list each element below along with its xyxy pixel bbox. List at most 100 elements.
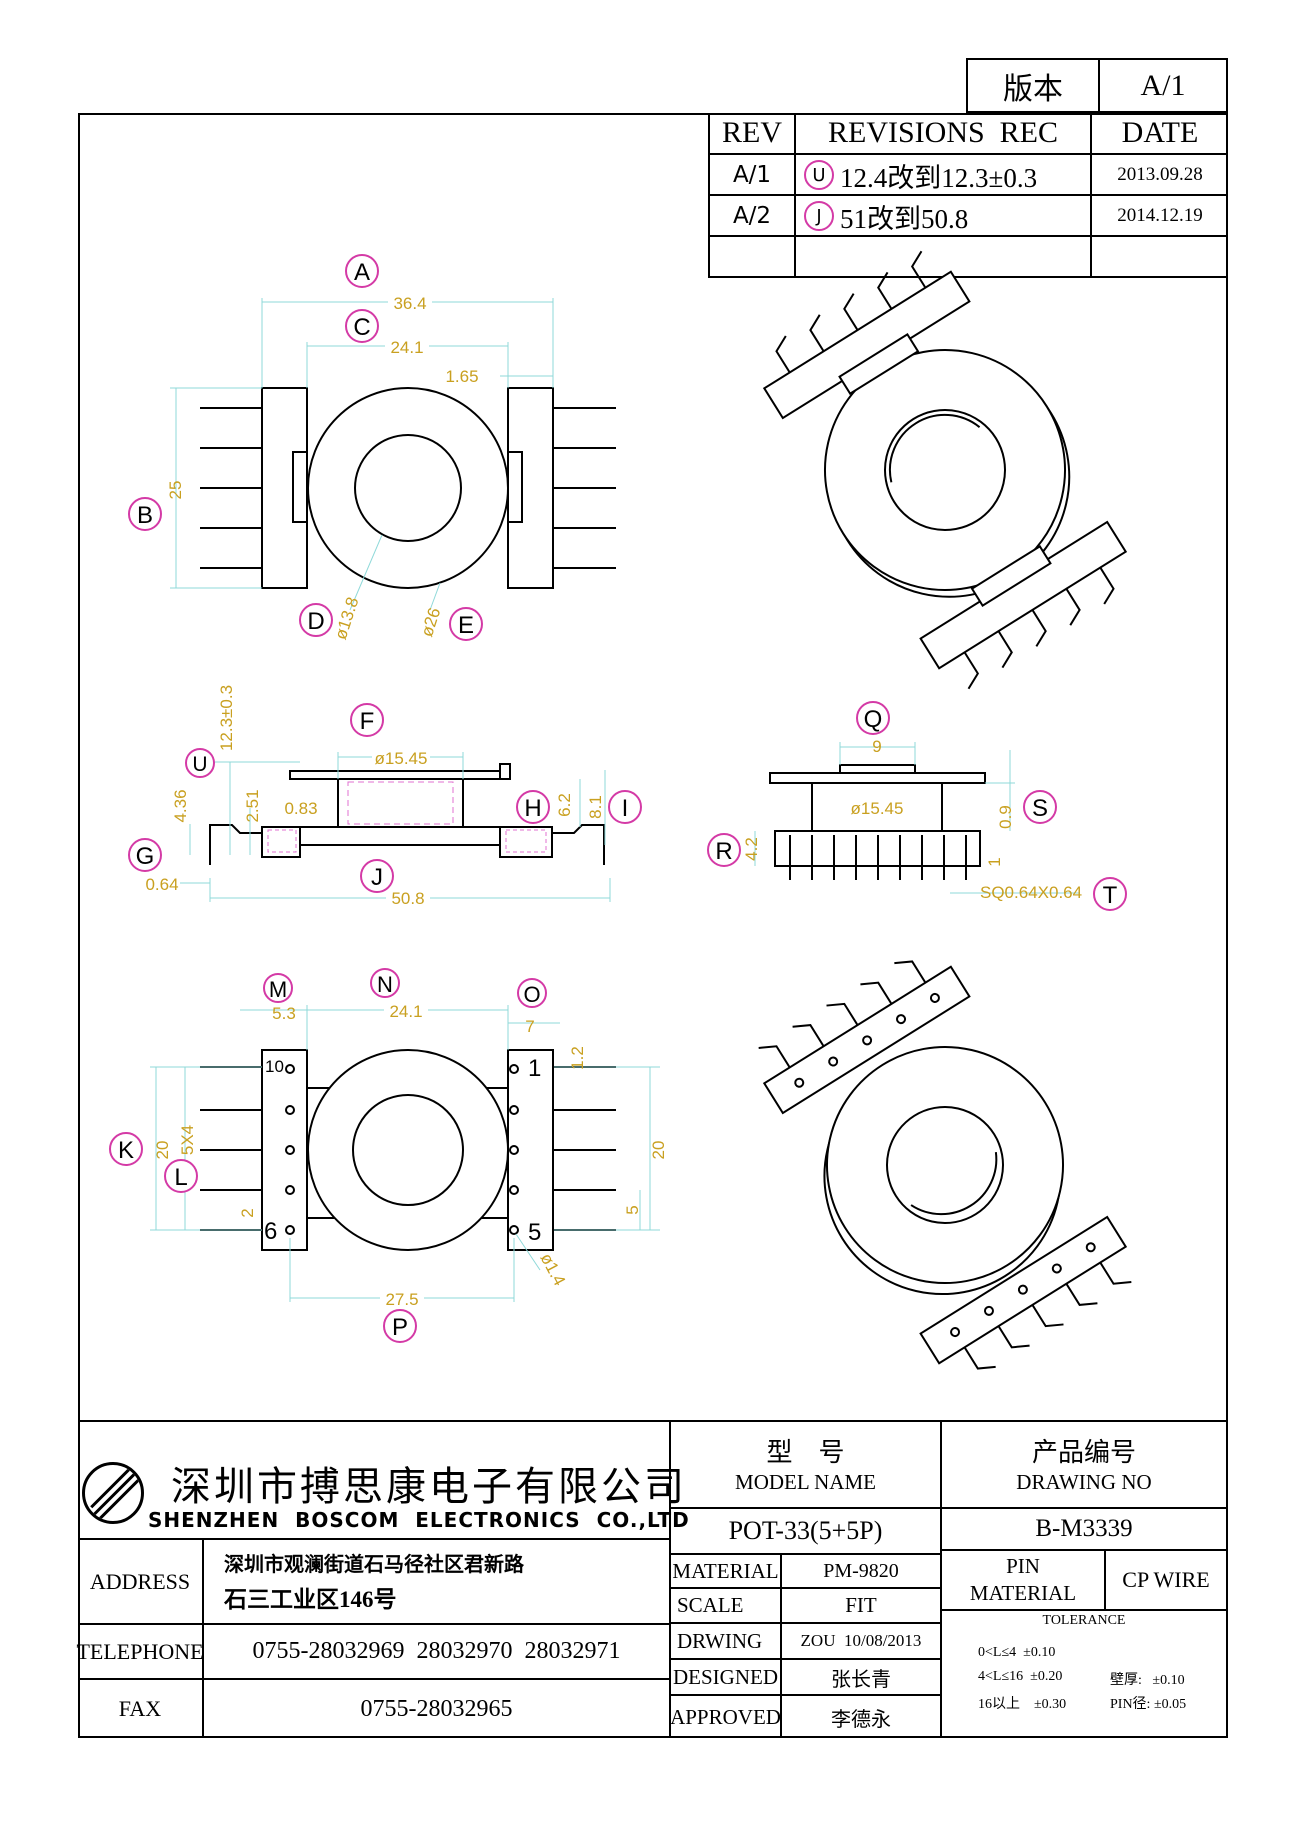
dim-width: 1.65	[445, 367, 478, 386]
label-u: U	[192, 753, 207, 776]
company-name-en: SHENZHEN BOSCOM ELECTRONICS CO.,LTD	[148, 1508, 690, 1532]
revision-row: U 12.4改到12.3±0.3	[804, 160, 1037, 193]
label-b: B	[137, 502, 153, 529]
designed-label: DESIGNED	[673, 1664, 778, 1689]
front-view: 12.3±0.3 ø15.45 4.36 2.51 0.83 6.2 8.1 0…	[128, 685, 642, 908]
address-line2: 石三工业区146号	[224, 1587, 397, 1612]
dim-s2: 1	[985, 857, 1004, 866]
tolerance-pin: PIN径: ±0.05	[1110, 1697, 1187, 1712]
label-o: O	[523, 982, 540, 1007]
dim-b: 25	[166, 481, 185, 500]
dim-p: 27.5	[385, 1290, 418, 1309]
tolerance-label: TOLERANCE	[1042, 1613, 1126, 1628]
pin-number-10: 10	[265, 1057, 284, 1076]
isometric-view-bottom	[758, 960, 1132, 1370]
dim-o: 7	[525, 1017, 534, 1036]
model-label-cn: 型 号	[766, 1437, 845, 1467]
dim-f: ø15.45	[375, 749, 428, 768]
revision-mark-bubble: U	[804, 160, 834, 190]
approved-value: 李德永	[831, 1708, 891, 1731]
dim-right-5: 5	[623, 1205, 642, 1214]
company-name-cn: 深圳市搏思康电子有限公司	[171, 1464, 687, 1509]
drawn-by-label: DRWING	[677, 1628, 763, 1653]
side-view: 9 ø15.45 0.9 1 4.2 SQ0.64X0.64 Q S R T	[707, 701, 1127, 911]
bottom-view: 10 1 6 5 5.3 24.1 7 1.2 20 5X4 2 20 5 ø1…	[109, 968, 668, 1343]
drawing-frame	[78, 113, 1228, 1738]
dim-k: 20	[153, 1141, 172, 1160]
address-line1: 深圳市观澜街道石马径社区君新路	[224, 1554, 524, 1576]
scale-label: SCALE	[677, 1593, 744, 1617]
dim-right-20: 20	[649, 1141, 668, 1160]
pin-number-6: 6	[264, 1218, 277, 1245]
fax-value: 0755-28032965	[360, 1695, 513, 1722]
label-g: G	[136, 843, 155, 870]
scale-value: FIT	[845, 1593, 877, 1617]
dim-u: 12.3±0.3	[217, 685, 236, 751]
drawing-no-value: B-M3339	[1035, 1515, 1133, 1542]
label-d: D	[307, 608, 324, 635]
label-k: K	[118, 1137, 134, 1164]
pin-material-label-1: PIN	[1006, 1553, 1040, 1578]
dim-n: 24.1	[389, 1002, 422, 1021]
pin-number-5: 5	[528, 1219, 541, 1246]
dim-r: 4.2	[742, 837, 761, 861]
dim-a: 36.4	[393, 294, 426, 313]
material-value: PM-9820	[823, 1559, 899, 1582]
date-header: DATE	[1121, 116, 1199, 149]
dim-pin-diameter: ø1.4	[536, 1250, 569, 1289]
label-f: F	[360, 708, 375, 735]
label-p: P	[392, 1314, 408, 1341]
dim-m: 5.3	[272, 1004, 296, 1023]
label-s: S	[1032, 795, 1048, 822]
telephone-label: TELEPHONE	[76, 1638, 204, 1664]
dim-h1: 4.36	[171, 789, 190, 822]
revision-mark-bubble: J	[804, 201, 834, 231]
model-label-en: MODEL NAME	[735, 1469, 876, 1494]
drawing-no-label-cn: 产品编号	[1031, 1437, 1136, 1467]
model-value: POT-33(5+5P)	[728, 1516, 883, 1545]
drawing-no-label-en: DRAWING NO	[1016, 1469, 1152, 1494]
approved-label: APPROVED	[670, 1704, 781, 1729]
label-c: C	[353, 314, 370, 341]
dim-w: 0.83	[284, 799, 317, 818]
version-value: A/1	[1140, 68, 1186, 102]
label-t: T	[1103, 882, 1118, 909]
label-h: H	[524, 795, 541, 822]
dim-two: 2	[238, 1208, 257, 1217]
label-i: I	[622, 795, 629, 822]
revision-row: J 51改到50.8	[804, 201, 968, 234]
company-logo	[82, 1462, 144, 1524]
pin-material-label-2: MATERIAL	[969, 1580, 1077, 1605]
isometric-view-top	[762, 250, 1128, 690]
dim-j: 50.8	[391, 889, 424, 908]
rev-cell: A/1	[732, 161, 772, 188]
revisions-table: REV REVISIONS REC DATE A/1 U 12.4改到12.3±…	[708, 113, 1228, 278]
label-j: J	[371, 864, 383, 891]
revision-date: 2013.09.28	[1117, 163, 1203, 185]
label-e: E	[458, 612, 474, 639]
revision-text: 12.4改到12.3±0.3	[840, 162, 1038, 193]
address-label: ADDRESS	[89, 1568, 191, 1594]
tolerance-line-1: 0<L≤4 ±0.10	[978, 1645, 1056, 1660]
version-box: 版本 A/1	[966, 58, 1228, 113]
pin-material-value: CP WIRE	[1122, 1567, 1210, 1592]
dim-e: ø26	[417, 605, 444, 639]
telephone-value: 0755-28032969 28032970 28032971	[252, 1638, 621, 1664]
label-a: A	[354, 259, 370, 286]
dim-q: 9	[872, 737, 881, 756]
dim-h: 6.2	[555, 793, 574, 817]
dim-s: 0.9	[996, 805, 1015, 829]
dim-o2: 1.2	[568, 1046, 587, 1070]
technical-drawing: 36.4 24.1 1.65 25 ø13.8 ø26 A C B D E	[109, 250, 1132, 1370]
label-r: R	[715, 838, 732, 865]
dim-g: 0.64	[145, 875, 178, 894]
label-n: N	[377, 972, 393, 997]
label-q: Q	[864, 706, 883, 733]
label-m: M	[269, 977, 287, 1002]
dim-bore: ø15.45	[851, 799, 904, 818]
dim-l: 5X4	[178, 1125, 197, 1155]
revision-date: 2014.12.19	[1117, 204, 1203, 226]
material-label: MATERIAL	[672, 1558, 779, 1583]
tolerance-line-2: 4<L≤16 ±0.20	[978, 1669, 1063, 1684]
label-l: L	[174, 1164, 187, 1191]
